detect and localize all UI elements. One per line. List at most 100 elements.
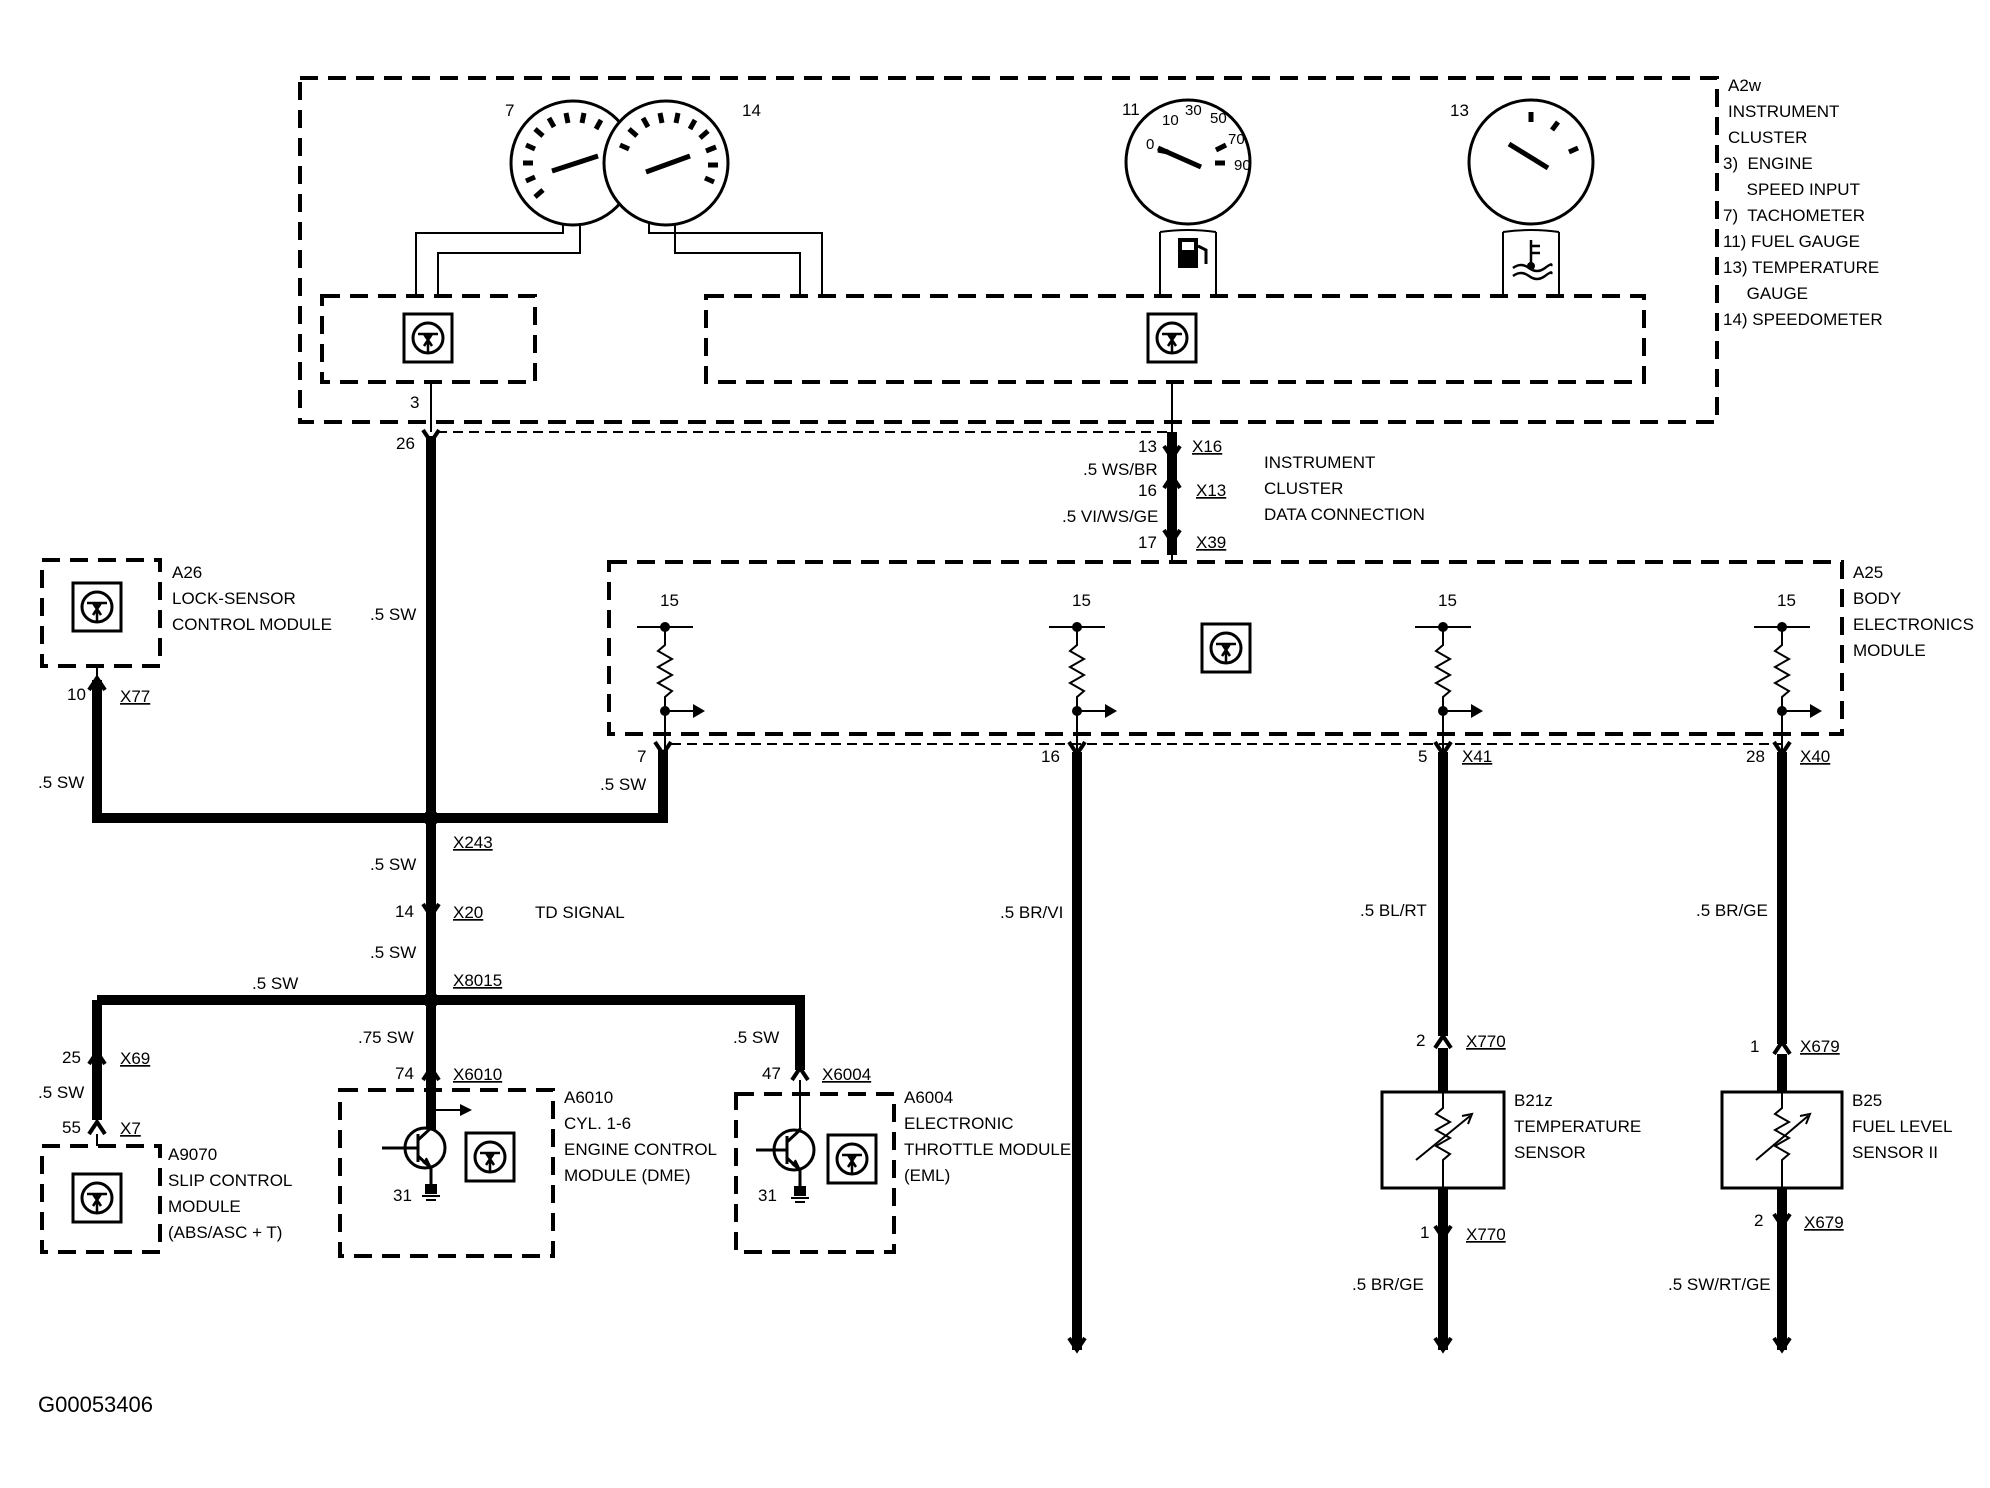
data-connection-label: INSTRUMENT <box>1264 453 1375 472</box>
engine-ref: A6010 <box>564 1088 613 1107</box>
body-output-connector: X40 <box>1800 747 1830 766</box>
lock-sensor-wire: .5 SW <box>38 773 84 792</box>
pullup-resistor <box>1048 621 1118 760</box>
td-signal-pin: 14 <box>395 902 414 921</box>
gauge-drive-box <box>704 294 1646 384</box>
lock-sensor-name: CONTROL MODULE <box>172 615 332 634</box>
data-wire: .5 WS/BR <box>1083 460 1158 479</box>
control-unit-symbol <box>402 312 454 364</box>
temperature-gauge-number: 13 <box>1450 101 1469 120</box>
temp-sensor-connector: X770 <box>1466 1032 1506 1051</box>
body-module-name: MODULE <box>1853 641 1926 660</box>
engine-speed-input-box <box>320 294 537 384</box>
engine-name: MODULE (DME) <box>564 1166 691 1185</box>
tachometer-number: 7 <box>505 101 514 120</box>
pullup-resistor <box>636 621 706 760</box>
engine-ground-pin: 31 <box>393 1186 412 1205</box>
throttle-pin: 47 <box>762 1064 781 1083</box>
fuel-scale-90: 90 <box>1234 157 1251 174</box>
fuel-sensor-pin: 2 <box>1754 1211 1763 1230</box>
engine-name: CYL. 1-6 <box>564 1114 631 1133</box>
data-wire: .5 VI/WS/GE <box>1062 507 1158 526</box>
cluster-wire-label: .5 SW <box>370 605 416 624</box>
body-output-wire: .5 BL/RT <box>1360 901 1427 920</box>
fuel-scale-10: 10 <box>1162 112 1179 129</box>
slip-wire: .5 SW <box>38 1083 84 1102</box>
tachometer-gauge <box>509 99 637 227</box>
speedometer-gauge <box>602 99 730 227</box>
cluster-legend-item: 13) TEMPERATURE <box>1723 258 1879 277</box>
body-output-wire: .5 BR/GE <box>1696 901 1768 920</box>
speedometer-number: 14 <box>742 101 761 120</box>
slip-pin: 25 <box>62 1048 81 1067</box>
control-unit-symbol <box>1200 622 1252 674</box>
control-unit-symbol <box>464 1131 516 1183</box>
fuel-sensor-pin: 1 <box>1750 1037 1759 1056</box>
temperature-sensor: 2 X770 B21z TEMPERATURE SENSOR 1 X770 .5… <box>1352 1031 1641 1352</box>
lock-sensor-pin: 10 <box>67 685 86 704</box>
temp-sensor-pin: 2 <box>1416 1031 1425 1050</box>
cluster-legend-item: 11) FUEL GAUGE <box>1723 232 1860 251</box>
figure-id: G00053406 <box>38 1392 153 1417</box>
temp-sensor-wire: .5 BR/GE <box>1352 1275 1424 1294</box>
data-pin: 13 <box>1138 437 1157 456</box>
cluster-legend-item: 3) ENGINE <box>1723 154 1813 173</box>
engine-control-module: .75 SW 74 X6010 31 A6010 CYL. 1-6 ENGINE… <box>338 1028 717 1258</box>
fuel-sensor-connector: X679 <box>1804 1213 1844 1232</box>
lock-sensor-wire <box>92 680 668 823</box>
slip-control-module: 25 X69 .5 SW 55 X7 A9070 SLIP CONTROL MO… <box>38 1048 292 1254</box>
temp-sensor-name: SENSOR <box>1514 1143 1586 1162</box>
body-electronics-module: 15 15 15 15 A25 BODY ELECTRONICS MODULE <box>607 560 1974 760</box>
temp-sensor-name: TEMPERATURE <box>1514 1117 1641 1136</box>
body-module-ref: A25 <box>1853 563 1883 582</box>
fuel-level-sensor: 1 X679 B25 FUEL LEVEL SENSOR II 2 X679 .… <box>1668 1037 1952 1352</box>
throttle-name: ELECTRONIC <box>904 1114 1014 1133</box>
body-output-connector: X41 <box>1462 747 1492 766</box>
cluster-legend-item: SPEED INPUT <box>1723 180 1860 199</box>
body-output-pin: 16 <box>1041 747 1060 766</box>
splice-x243 <box>423 810 439 826</box>
engine-pin: 74 <box>395 1064 414 1083</box>
body-output-pin: 28 <box>1746 747 1765 766</box>
splice-label: X8015 <box>453 971 502 990</box>
body-output-pin: 7 <box>637 747 646 766</box>
fuel-scale-0: 0 <box>1146 136 1154 153</box>
temp-sensor-ref: B21z <box>1514 1091 1553 1110</box>
pullup-resistor <box>1753 621 1823 760</box>
td-signal-wire: .5 SW <box>370 943 416 962</box>
slip-name: SLIP CONTROL <box>168 1171 292 1190</box>
throttle-name: (EML) <box>904 1166 950 1185</box>
data-pin: 16 <box>1138 481 1157 500</box>
splice-label: X243 <box>453 833 493 852</box>
splice-wire: .5 SW <box>252 974 298 993</box>
td-signal-label: TD SIGNAL <box>535 903 625 922</box>
cluster-legend-item: 14) SPEEDOMETER <box>1723 310 1883 329</box>
throttle-name: THROTTLE MODULE <box>904 1140 1071 1159</box>
lock-sensor-ref: A26 <box>172 563 202 582</box>
throttle-connector: X6004 <box>822 1065 871 1084</box>
supply-label: 15 <box>660 591 679 610</box>
data-pin: 17 <box>1138 533 1157 552</box>
slip-pin: 55 <box>62 1118 81 1137</box>
slip-ref: A9070 <box>168 1145 217 1164</box>
data-connector: X13 <box>1196 481 1226 500</box>
cluster-ref: A2w <box>1728 76 1762 95</box>
engine-name: ENGINE CONTROL <box>564 1140 717 1159</box>
body-output-wire: .5 BR/VI <box>1000 903 1063 922</box>
temp-sensor-connector: X770 <box>1466 1225 1506 1244</box>
throttle-ref: A6004 <box>904 1088 953 1107</box>
body-module-name: BODY <box>1853 589 1901 608</box>
throttle-module: .5 SW 47 X6004 31 A6004 ELECTRONIC THROT… <box>733 1028 1071 1254</box>
lock-sensor-connector: X77 <box>120 687 150 706</box>
engine-connector: X6010 <box>453 1065 502 1084</box>
fuel-sensor-wire: .5 SW/RT/GE <box>1668 1275 1771 1294</box>
slip-name: MODULE <box>168 1197 241 1216</box>
fuel-scale-70: 70 <box>1228 131 1245 148</box>
lock-sensor-name: LOCK-SENSOR <box>172 589 296 608</box>
fuel-sensor-ref: B25 <box>1852 1091 1882 1110</box>
fuel-scale-50: 50 <box>1210 110 1227 127</box>
body-output-wire: .5 SW <box>600 775 646 794</box>
fuel-sensor-name: FUEL LEVEL <box>1852 1117 1952 1136</box>
cluster-title-line: INSTRUMENT <box>1728 102 1839 121</box>
cluster-legend-item: 7) TACHOMETER <box>1723 206 1865 225</box>
